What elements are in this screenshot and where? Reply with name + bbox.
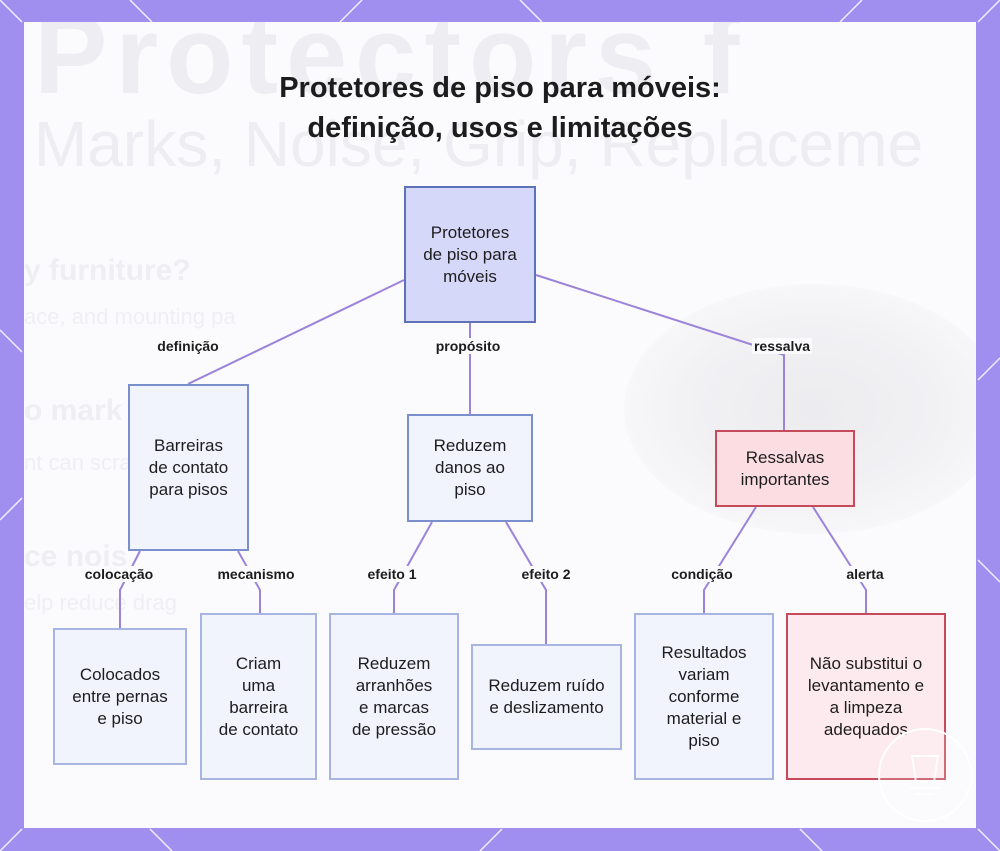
node-colocados: Colocados entre pernas e piso (53, 628, 187, 765)
node-resultados: Resultados variam conforme material e pi… (634, 613, 774, 780)
edge-reduzem-ruido (506, 522, 546, 644)
node-ressalvas: Ressalvas importantes (715, 430, 855, 507)
node-reduzem-danos: Reduzem danos ao piso (407, 414, 533, 522)
edge-ressalvas-nao-substitui (813, 507, 866, 613)
edge-label-proposito: propósito (434, 338, 503, 354)
node-arranhoes: Reduzem arranhões e marcas de pressão (329, 613, 459, 780)
edge-root-barreiras (188, 280, 404, 384)
edge-label-alerta: alerta (844, 566, 885, 582)
edge-label-efeito-1: efeito 1 (365, 566, 418, 582)
edge-barreiras-criam (238, 551, 260, 613)
watermark-badge-icon (878, 728, 972, 822)
edge-label-definicao: definição (155, 338, 220, 354)
edge-label-ressalva: ressalva (752, 338, 812, 354)
edge-root-ressalvas (536, 275, 784, 430)
edge-label-efeito-2: efeito 2 (519, 566, 572, 582)
edge-barreiras-colocados (120, 551, 140, 628)
node-criam: Criam uma barreira de contato (200, 613, 317, 780)
node-root: Protetores de piso para móveis (404, 186, 536, 323)
edge-label-condicao: condição (669, 566, 734, 582)
badge-glyph-icon (880, 730, 970, 820)
edge-ressalvas-resultados (704, 507, 756, 613)
node-ruido: Reduzem ruído e deslizamento (471, 644, 622, 750)
node-barreiras: Barreiras de contato para pisos (128, 384, 249, 551)
edge-label-colocacao: colocação (83, 566, 155, 582)
edge-label-mecanismo: mecanismo (215, 566, 296, 582)
